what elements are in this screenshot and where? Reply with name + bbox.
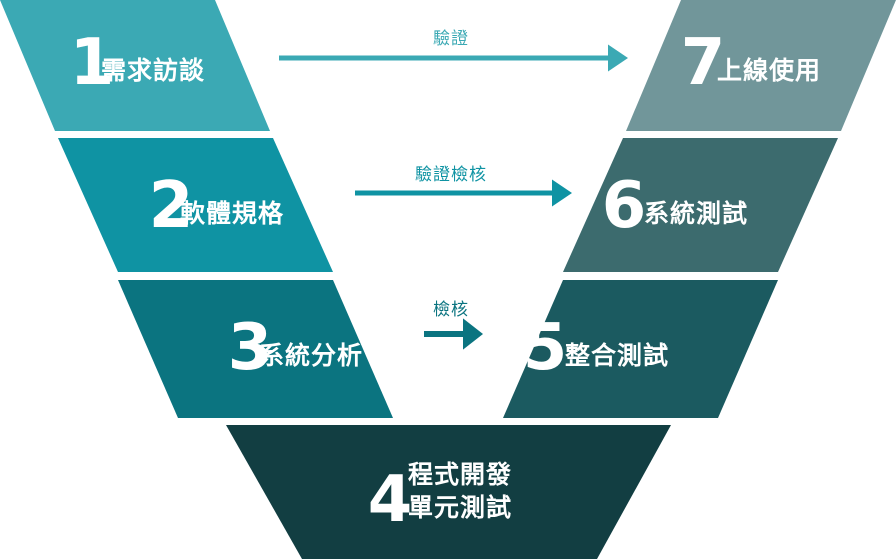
- stage-band-4[interactable]: [226, 425, 671, 559]
- stage-number-4: 4: [368, 463, 413, 537]
- arrow-label-review: 檢核: [433, 300, 469, 320]
- stage-number-2: 2: [149, 169, 194, 243]
- stage-label-2: 軟體規格: [180, 199, 284, 228]
- arrow-group: [279, 44, 628, 350]
- stage-number-6: 6: [602, 169, 647, 243]
- arrow-head-2: [463, 318, 483, 350]
- left-arm-group: [0, 0, 393, 418]
- arrow-head-0: [608, 44, 628, 72]
- arrow-verification-review-middle[interactable]: [355, 179, 572, 207]
- stage-label-5: 整合測試: [565, 341, 669, 370]
- arrow-shaft-0: [279, 55, 608, 61]
- stage-band-2[interactable]: [58, 138, 333, 272]
- stage-number-5: 5: [523, 311, 568, 385]
- arrow-review-bottom[interactable]: [424, 318, 483, 350]
- arrow-head-1: [552, 179, 572, 207]
- stage-label-4-line1: 程式開發: [408, 460, 512, 489]
- stage-label-6: 系統測試: [644, 199, 748, 228]
- stage-label-3: 系統分析: [259, 341, 363, 370]
- stage-number-3: 3: [228, 311, 273, 385]
- stage-band-3[interactable]: [118, 280, 393, 418]
- stage-label-7: 上線使用: [717, 56, 821, 85]
- stage-label-4-line2: 單元測試: [408, 493, 512, 522]
- stage-label-1: 需求訪談: [101, 56, 205, 85]
- arrow-verification-top[interactable]: [279, 44, 628, 72]
- arrow-label-verification: 驗證: [433, 29, 469, 49]
- arrow-shaft-2: [424, 331, 463, 337]
- stage-number-group: 1 2 3 4 5 6 7: [70, 26, 726, 537]
- stage-band-5[interactable]: [503, 280, 778, 418]
- arrow-shaft-1: [355, 190, 552, 196]
- stage-band-6[interactable]: [563, 138, 838, 272]
- stage-band-1[interactable]: [0, 0, 270, 131]
- bottom-group: [226, 425, 671, 559]
- stage-number-1: 1: [70, 26, 115, 100]
- arrow-label-group: 驗證 驗證檢核 檢核: [415, 29, 487, 320]
- stage-label-group: 需求訪談 軟體規格 系統分析 程式開發 單元測試 整合測試 系統測試 上線使用: [101, 56, 821, 522]
- stage-band-7[interactable]: [626, 0, 896, 131]
- arrow-label-verification-review: 驗證檢核: [415, 165, 487, 185]
- stage-number-7: 7: [681, 26, 726, 100]
- right-arm-group: [503, 0, 896, 418]
